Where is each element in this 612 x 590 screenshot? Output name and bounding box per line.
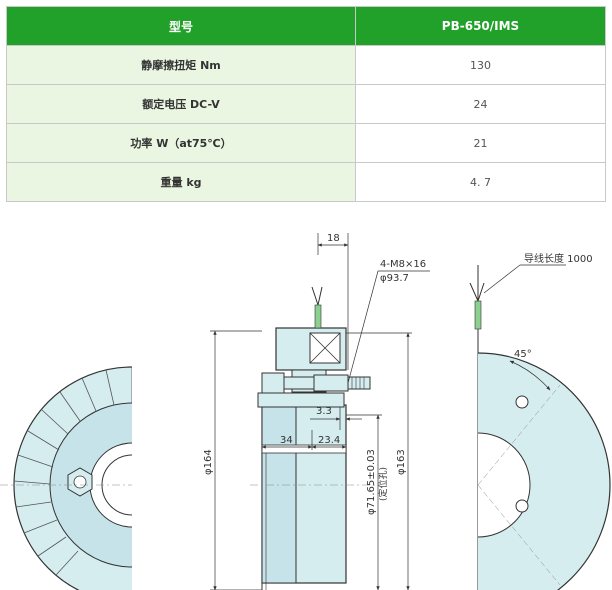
row-key: 静摩擦扭矩 Nm <box>6 45 356 85</box>
header-key: 型号 <box>6 6 356 46</box>
row-value: 4. 7 <box>355 162 606 202</box>
dimension-lines <box>210 233 430 590</box>
header-value: PB-650/IMS <box>355 6 606 46</box>
table-header-row: 型号 PB-650/IMS <box>6 6 606 46</box>
table-row: 静摩擦扭矩 Nm 130 <box>6 45 606 85</box>
dim-od164: φ164 <box>203 449 214 475</box>
side-view <box>250 286 380 590</box>
dim-bore: φ71.65±0.03 <box>366 449 377 515</box>
rear-view <box>469 264 611 590</box>
row-value: 130 <box>355 45 606 85</box>
row-key: 额定电压 DC-V <box>6 84 356 124</box>
dim-angle: 45° <box>514 349 532 360</box>
table-row: 重量 kg 4. 7 <box>6 162 606 202</box>
dim-bore-note: (定位孔) <box>377 467 389 501</box>
dim-bolt: 4-M8×16 <box>380 259 426 270</box>
spec-table: 型号 PB-650/IMS 静摩擦扭矩 Nm 130 额定电压 DC-V 24 … <box>6 6 606 202</box>
table-row: 额定电压 DC-V 24 <box>6 84 606 124</box>
dim-34: 34 <box>280 435 293 446</box>
dim-lead: 导线长度 1000 <box>524 252 593 265</box>
front-view <box>0 366 132 590</box>
row-key: 功率 W（at75℃） <box>6 123 356 163</box>
dim-pcd: φ93.7 <box>380 273 409 284</box>
dim-234: 23.4 <box>318 435 340 446</box>
row-value: 21 <box>355 123 606 163</box>
row-key: 重量 kg <box>6 162 356 202</box>
technical-drawing: 18 4-M8×16 φ93.7 3.3 34 23.4 φ164 φ71.65… <box>0 233 611 590</box>
dim-33: 3.3 <box>316 406 332 417</box>
table-row: 功率 W（at75℃） 21 <box>6 123 606 163</box>
dim-od163: φ163 <box>396 449 407 475</box>
dim-18: 18 <box>327 233 340 244</box>
row-value: 24 <box>355 84 606 124</box>
